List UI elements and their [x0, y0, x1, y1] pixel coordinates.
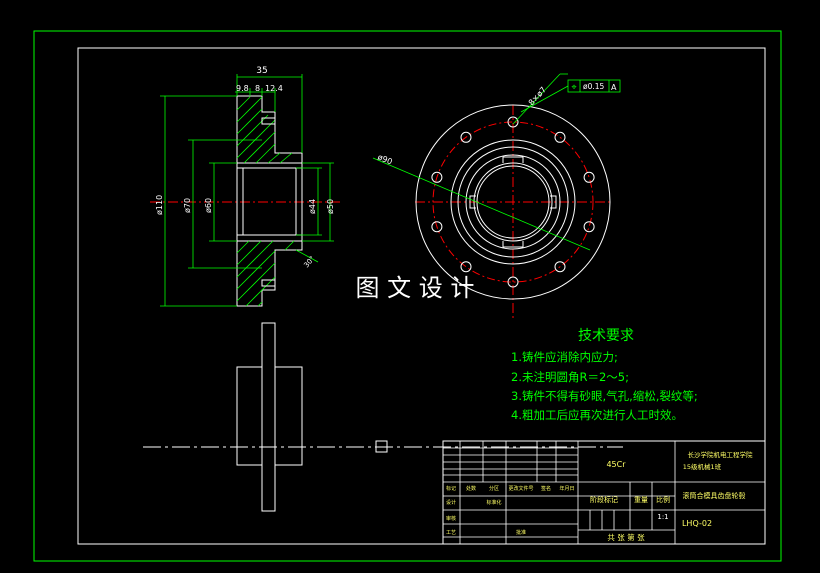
class-name: 15级机械1班	[683, 462, 722, 471]
row-label-mark: 标记	[446, 485, 456, 492]
header-weight: 重量	[634, 496, 648, 504]
left-label-design: 设计	[446, 499, 456, 506]
flange-lower	[236, 240, 303, 307]
material: 45Cr	[606, 460, 626, 469]
bolt-hole	[507, 116, 519, 128]
dim-overall-width: 35	[256, 66, 267, 76]
side-hub-right	[274, 366, 303, 466]
hub-bore	[242, 167, 297, 236]
flange-outer-circle	[415, 104, 611, 300]
left-label-review: 审核	[446, 515, 456, 522]
hub-outer-circle	[457, 146, 569, 258]
dim-w1: 9.8	[236, 84, 249, 93]
scale-value: 1:1	[657, 513, 668, 521]
tech-item-3: 3.铸件不得有砂眼,气孔,缩松,裂纹等;	[511, 389, 698, 403]
drawing-number: LHQ-02	[682, 519, 712, 528]
dim-d-60: ø60	[204, 198, 213, 213]
tech-title: 技术要求	[578, 328, 634, 344]
bolt-hole	[460, 131, 472, 143]
tech-item-2: 2.未注明圆角R＝2～5;	[511, 370, 629, 384]
dim-d-outer: ø110	[155, 195, 164, 215]
left-label-process: 工艺	[446, 530, 456, 536]
position-symbol: ⌖	[571, 83, 576, 93]
side-marker	[375, 440, 388, 453]
bolt-circle	[432, 121, 594, 283]
bolt-hole	[583, 221, 595, 233]
dim-w3: 12.4	[265, 84, 283, 93]
header-stage-mark: 阶段标记	[590, 495, 618, 504]
school-name: 长沙学院机电工程学院	[688, 450, 754, 459]
dim-d-pitch: ø70	[183, 198, 192, 213]
bore-circle	[473, 162, 553, 242]
hatch-lower	[236, 240, 295, 307]
header-scale: 比例	[656, 495, 670, 504]
datum-label: A	[611, 83, 617, 92]
keyway	[502, 156, 524, 163]
sheet-text: 共 张 第 张	[607, 532, 645, 542]
tech-item-4: 4.粗加工后应再次进行人工时效。	[511, 408, 683, 422]
bolt-hole	[554, 261, 566, 273]
dim-w2: 8	[255, 84, 260, 93]
dim-position-tolerance: ø0.15	[583, 82, 605, 91]
left-label-standard: 标准化	[486, 499, 501, 506]
bolt-hole	[431, 221, 443, 233]
bolt-hole	[431, 171, 443, 183]
row-label-sign: 签名	[541, 485, 551, 492]
bolt-hole	[583, 171, 595, 183]
inner-border	[77, 47, 766, 545]
hub-inner-circle	[465, 154, 561, 250]
row-label-zone: 分区	[489, 485, 499, 492]
left-label-approve: 批准	[516, 529, 526, 536]
row-label-date: 年月日	[559, 485, 574, 492]
outer-border	[33, 30, 782, 562]
row-label-count: 处数	[466, 485, 476, 492]
tech-requirements: 技术要求 1.铸件应消除内应力; 2.未注明圆角R＝2～5; 3.铸件不得有砂眼…	[511, 328, 698, 422]
side-hub-left	[236, 366, 263, 466]
section-view: 35 9.8 8 12.4 ø110 ø70 ø60 ø44 ø50 30°	[150, 66, 340, 307]
part-name: 滚筒合模具齿盘轮毂	[683, 491, 746, 500]
dim-holes: 8×ø7	[527, 85, 548, 107]
side-flange	[261, 322, 276, 512]
tech-item-1: 1.铸件应消除内应力;	[511, 350, 618, 364]
dim-d-50: ø50	[326, 199, 335, 214]
bolt-hole	[460, 261, 472, 273]
hub-step-circle	[450, 139, 576, 265]
bolt-hole	[554, 131, 566, 143]
row-label-change: 更改文件号	[508, 485, 533, 492]
dim-d-44: ø44	[308, 199, 317, 214]
dim-bolt-circle: ø90	[376, 153, 393, 167]
hub-body	[236, 162, 303, 242]
hatch-upper	[236, 96, 293, 164]
title-block: 45Cr 长沙学院机电工程学院 15级机械1班 滚筒合模具齿盘轮毂 LHQ-02…	[442, 440, 766, 545]
side-view	[143, 322, 623, 512]
watermark-text: 图 文 设 计	[356, 274, 475, 302]
flange-upper	[236, 95, 303, 164]
bolt-hole	[507, 276, 519, 288]
dim-chamfer: 30°	[302, 255, 316, 270]
